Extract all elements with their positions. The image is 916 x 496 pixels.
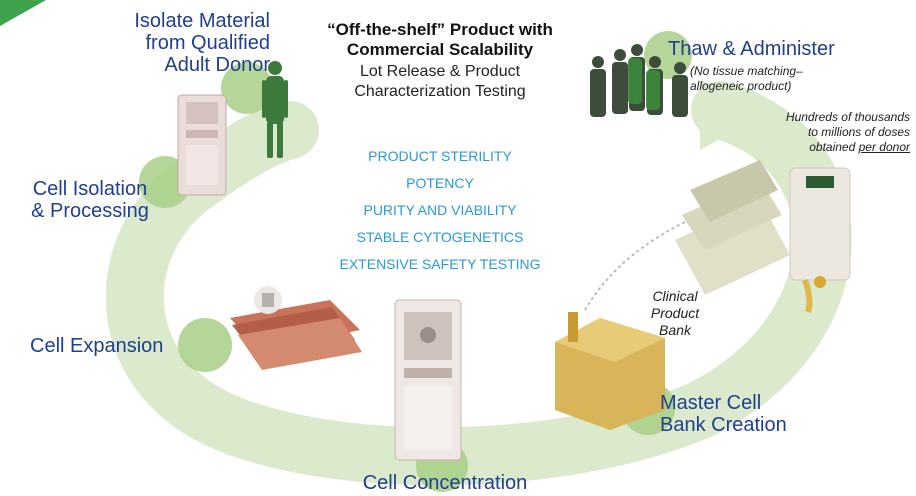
thaw-note-line: (No tissue matching– [690, 64, 803, 78]
step-master-bank: Master Cell Bank Creation [660, 392, 840, 436]
dot-expansion [178, 318, 232, 372]
center-subtitle-line2: Characterization Testing [354, 83, 526, 100]
step-expansion-line: Cell Expansion [30, 335, 164, 357]
step-thaw: Thaw & Administer [668, 38, 908, 60]
clinical-bank-icon [675, 160, 790, 295]
thaw-note: (No tissue matching– allogeneic product) [690, 64, 830, 94]
test-item: PRODUCT STERILITY [368, 148, 512, 164]
step-isolation: Cell Isolation & Processing [10, 178, 170, 222]
step-thaw-line: Thaw & Administer [668, 38, 835, 60]
center-title-line2: Commercial Scalability [346, 40, 534, 59]
dot-isolate [221, 62, 273, 114]
donor-figure-icon [262, 61, 288, 158]
step-isolate-line: Adult Donor [164, 54, 270, 76]
dose-note-line: obtained per donor [730, 140, 910, 155]
step-concentration: Cell Concentration [325, 472, 565, 494]
isolation-device-icon [177, 94, 227, 196]
dose-note-prefix: obtained [809, 140, 859, 154]
clinical-bank-label: Clinical Product Bank [640, 288, 710, 339]
dose-bag-icon [789, 167, 851, 313]
test-list: PRODUCT STERILITY POTENCY PURITY AND VIA… [300, 143, 580, 278]
dose-note: Hundreds of thousands to millions of dos… [730, 110, 910, 155]
test-item: PURITY AND VIABILITY [363, 202, 517, 218]
expansion-incubator-icon [230, 286, 362, 370]
test-item: EXTENSIVE SAFETY TESTING [339, 256, 541, 272]
corner-accent [0, 0, 46, 26]
test-item: POTENCY [406, 175, 474, 191]
test-item: STABLE CYTOGENETICS [356, 229, 524, 245]
cycle-arrow-head [700, 80, 770, 150]
step-concentration-line: Cell Concentration [362, 472, 528, 494]
dose-note-line: to millions of doses [807, 125, 910, 139]
master-bank-icon [555, 312, 665, 430]
clinical-bank-line: Clinical [652, 288, 698, 304]
clinical-bank-line: Product [650, 305, 700, 321]
thaw-note-line: allogeneic product) [690, 79, 792, 93]
center-subtitle: Lot Release & Product Characterization T… [300, 62, 580, 102]
center-title-line1: “Off-the-shelf” Product with [327, 20, 553, 39]
step-master-bank-line: Master Cell [660, 392, 762, 414]
dose-note-underlined: per donor [858, 140, 910, 154]
step-isolate: Isolate Material from Qualified Adult Do… [60, 10, 270, 76]
step-isolation-line: & Processing [31, 200, 149, 222]
clinical-bank-line: Bank [659, 322, 691, 338]
center-subtitle-line1: Lot Release & Product [359, 63, 521, 80]
step-isolate-line: from Qualified [145, 32, 271, 54]
step-isolate-line: Isolate Material [134, 10, 270, 32]
patients-highlight-icon [628, 58, 660, 110]
concentration-device-icon [394, 299, 462, 461]
step-isolation-line: Cell Isolation [32, 178, 148, 200]
step-expansion: Cell Expansion [30, 335, 210, 357]
dose-note-line: Hundreds of thousands [785, 110, 910, 124]
step-master-bank-line: Bank Creation [660, 414, 787, 436]
bank-arrow [584, 214, 701, 311]
center-title: “Off-the-shelf” Product with Commercial … [280, 20, 600, 60]
